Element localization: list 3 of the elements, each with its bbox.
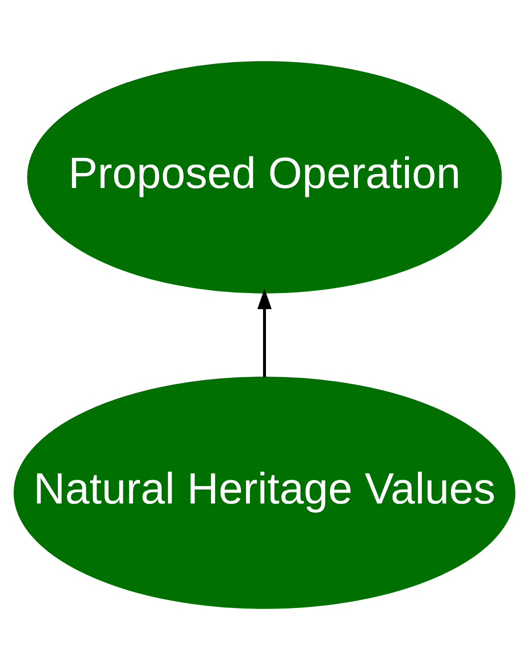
- node-ellipse: Natural Heritage Values: [14, 376, 516, 609]
- arrow: [257, 288, 272, 378]
- node-ellipse: Proposed Operation: [27, 61, 502, 294]
